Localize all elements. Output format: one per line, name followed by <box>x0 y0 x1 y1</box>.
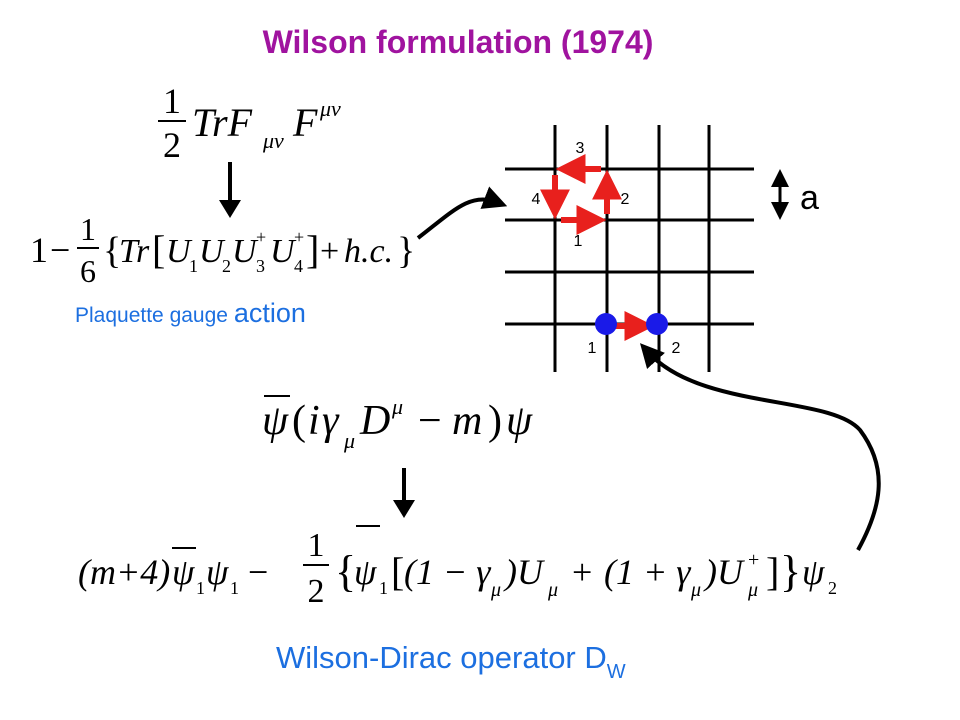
wf-t1usub: μ <box>547 579 558 601</box>
gauge-sub: μν <box>262 128 284 153</box>
down-arrow-1-head <box>219 200 241 218</box>
wf-s1b: 1 <box>230 578 239 598</box>
pf-s2: 2 <box>222 256 231 276</box>
pf-tr: Tr <box>119 233 150 270</box>
dirac-d: D <box>359 398 390 444</box>
pf-frac-num: 1 <box>80 211 96 247</box>
plaquette-label-4: 4 <box>532 191 541 208</box>
plaquette-label-2: 2 <box>621 191 630 208</box>
wf-brace-open: { <box>335 547 356 596</box>
wf-t2: (1 + γ <box>604 552 691 592</box>
gauge-f2: F <box>292 100 318 145</box>
dirac-gamma: γ <box>322 398 340 444</box>
dirac-i: i <box>308 398 320 444</box>
wf-psibar1: ψ <box>172 552 195 592</box>
wf-t1: (1 − γ <box>404 552 491 592</box>
pf-bracket-open: [ <box>152 227 165 272</box>
pf-brace-close: } <box>397 230 415 272</box>
gauge-frac-den: 2 <box>163 125 181 165</box>
pf-bracket-close: ] <box>306 227 319 272</box>
dirac-m: m <box>452 398 482 444</box>
gauge-sup: μν <box>319 96 341 121</box>
wf-minus: − <box>248 552 268 592</box>
formula-to-link-arrow <box>639 343 881 551</box>
slide-title: Wilson formulation (1974) <box>263 24 654 60</box>
wf-t2c: )U <box>703 552 745 592</box>
wf-br-open: [ <box>391 549 404 594</box>
dirac-psi: ψ <box>506 398 533 444</box>
wf-t2usub: μ <box>747 579 758 601</box>
wf-plus: + <box>572 552 592 592</box>
site-label-2: 2 <box>672 340 681 357</box>
wilson-formula: (m+4) ψ 1 ψ 1 − 1 2 { ψ 1 [ (1 − γ μ )U … <box>78 525 837 610</box>
pf-u3: U <box>232 233 259 270</box>
wf-frac-num: 1 <box>308 527 325 564</box>
lattice-site-1 <box>595 313 617 335</box>
formula-to-plaquette-arrow <box>416 186 508 240</box>
pf-p4: + <box>294 227 304 247</box>
wf-lead: (m+4) <box>78 552 170 592</box>
pf-u1: U <box>166 233 193 270</box>
spacing-label: a <box>800 179 819 217</box>
wf-s3: 2 <box>828 578 837 598</box>
pf-plus: + <box>320 233 339 270</box>
operator-caption: Wilson-Dirac operator DW <box>276 640 626 683</box>
dirac-open: ( <box>292 398 306 444</box>
wf-t1sub: μ <box>490 579 501 601</box>
plaquette-caption-part1: Plaquette gauge <box>75 304 234 327</box>
wf-psibar2: ψ <box>354 552 377 592</box>
pf-brace-open: { <box>103 230 121 272</box>
pf-hc: h.c. <box>344 233 393 270</box>
plaquette-links <box>540 154 622 235</box>
pf-u2: U <box>199 233 226 270</box>
wf-s1: 1 <box>196 578 205 598</box>
plaquette-caption: Plaquette gauge action <box>75 298 306 328</box>
wf-brace-close: } <box>780 547 801 596</box>
gauge-action-term: 1 2 TrF μν F μν <box>158 81 341 165</box>
site-label-1: 1 <box>588 340 597 357</box>
operator-caption-sub: W <box>607 661 626 683</box>
plaquette-label-3: 3 <box>576 140 585 157</box>
plaquette-label-1: 1 <box>574 233 583 250</box>
pf-s1: 1 <box>189 256 198 276</box>
dirac-close: ) <box>488 398 502 444</box>
plaquette-formula: 1 − 1 6 { Tr [ U 1 U 2 U + 3 U + 4 ] + h… <box>30 211 415 289</box>
wf-frac-den: 2 <box>308 573 325 610</box>
gauge-frac-num: 1 <box>163 81 181 121</box>
wf-t2sup: + <box>748 549 759 571</box>
wf-s2: 1 <box>379 578 388 598</box>
wf-t2sub: μ <box>690 579 701 601</box>
dirac-term: ψ ( i γ μ D μ − m ) ψ <box>262 394 533 453</box>
pf-s3: 3 <box>256 256 265 276</box>
dirac-dsup: μ <box>391 394 403 419</box>
plaquette-caption-part2: action <box>234 298 306 328</box>
pf-one: 1 <box>30 230 48 270</box>
lattice-grid <box>505 125 754 372</box>
lattice-site-2 <box>646 313 668 335</box>
gauge-trf: TrF <box>192 100 253 145</box>
pf-u4: U <box>270 233 297 270</box>
operator-caption-text: Wilson-Dirac operator D <box>276 640 607 675</box>
pf-frac-den: 6 <box>80 253 96 289</box>
dirac-psibar: ψ <box>262 398 289 444</box>
pf-s4: 4 <box>294 256 303 276</box>
wf-br-close: ] <box>766 549 779 594</box>
pf-minus: − <box>50 230 70 270</box>
pf-p3: + <box>256 227 266 247</box>
down-arrow-2-head <box>393 500 415 518</box>
dirac-gsub: μ <box>343 428 355 453</box>
dirac-minus: − <box>418 398 442 444</box>
wf-psi2: ψ <box>802 552 825 592</box>
wf-t1c: )U <box>503 552 545 592</box>
wf-psi1: ψ <box>206 552 229 592</box>
